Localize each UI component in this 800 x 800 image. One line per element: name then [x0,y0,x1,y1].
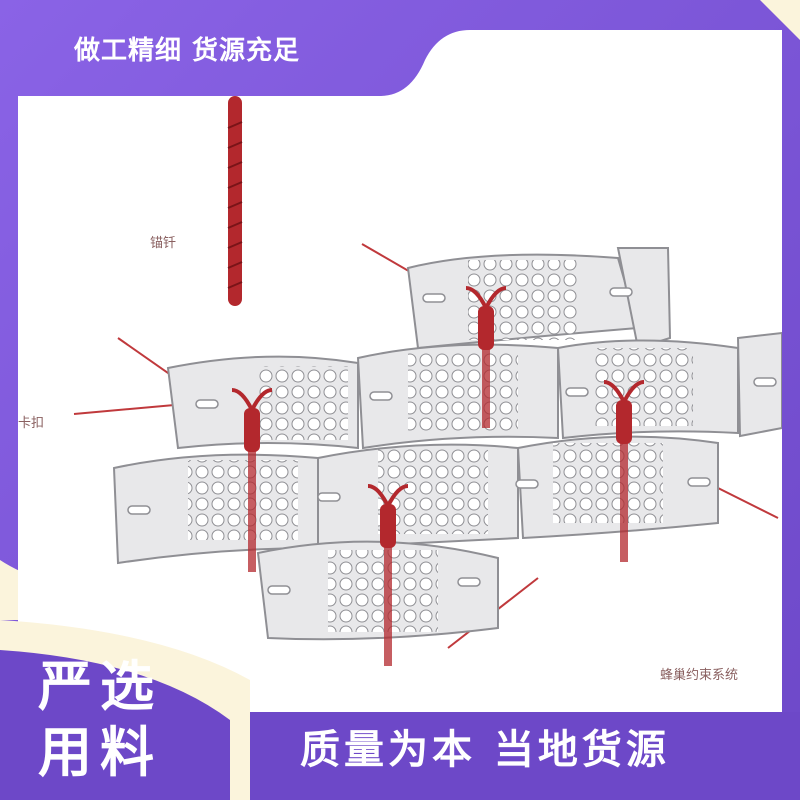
bottom-left-line-1: 严选 [38,655,162,718]
bottom-left-panel [0,620,250,800]
top-slogan: 做工精细 货源充足 [74,36,301,66]
bottom-right-bar [250,712,800,800]
geocell-diagram [73,96,782,666]
bottom-left-line-2: 用料 [38,721,162,784]
anchor-rods [231,286,645,666]
label-anchor: 锚钎 [150,236,177,251]
label-cell-system: 蜂巢约束系统 [660,668,739,683]
bottom-right-slogan: 质量为本 当地货源 [300,727,670,773]
label-clip: 卡扣 [18,416,45,431]
top-anchor-rod [227,96,243,306]
